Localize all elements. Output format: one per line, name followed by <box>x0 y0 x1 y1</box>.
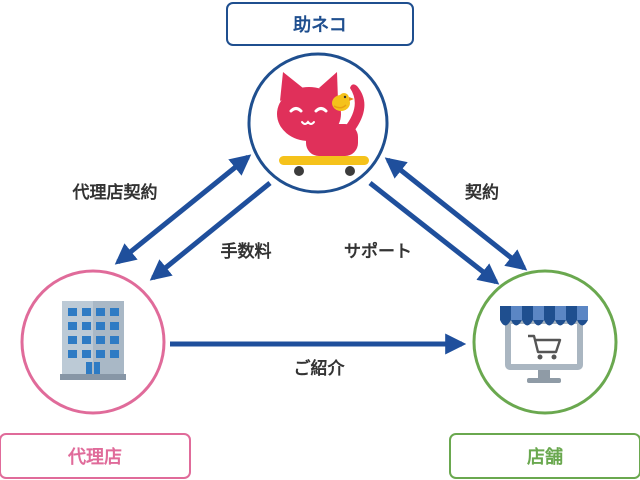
node-title-box <box>0 433 191 479</box>
cat-on-skateboard-icon <box>277 72 369 176</box>
arrows <box>114 154 528 355</box>
label-agency-contract: 代理店契約 <box>72 182 158 203</box>
arrow-commission <box>149 181 272 281</box>
storefront-cart-icon <box>500 306 588 383</box>
arrow-support <box>368 181 500 285</box>
node-title-box <box>226 2 414 46</box>
label-contract: 契約 <box>464 182 499 203</box>
label-commission: 手数料 <box>221 241 272 262</box>
node-agency: 代理店 <box>0 269 191 479</box>
node-title: 助ネコ <box>293 14 347 36</box>
label-support: サポート <box>344 241 412 262</box>
label-introduction: ご紹介 <box>294 358 346 379</box>
node-title-box <box>449 433 640 479</box>
office-building-icon <box>60 301 126 380</box>
node-title: 店舗 <box>527 446 563 468</box>
node-sukeneko: 助ネコ <box>226 2 414 194</box>
node-store: 店舗 <box>449 269 640 479</box>
arrow-contract <box>384 157 528 271</box>
arrow-agency-contract <box>114 154 252 265</box>
node-title: 代理店 <box>67 446 122 468</box>
